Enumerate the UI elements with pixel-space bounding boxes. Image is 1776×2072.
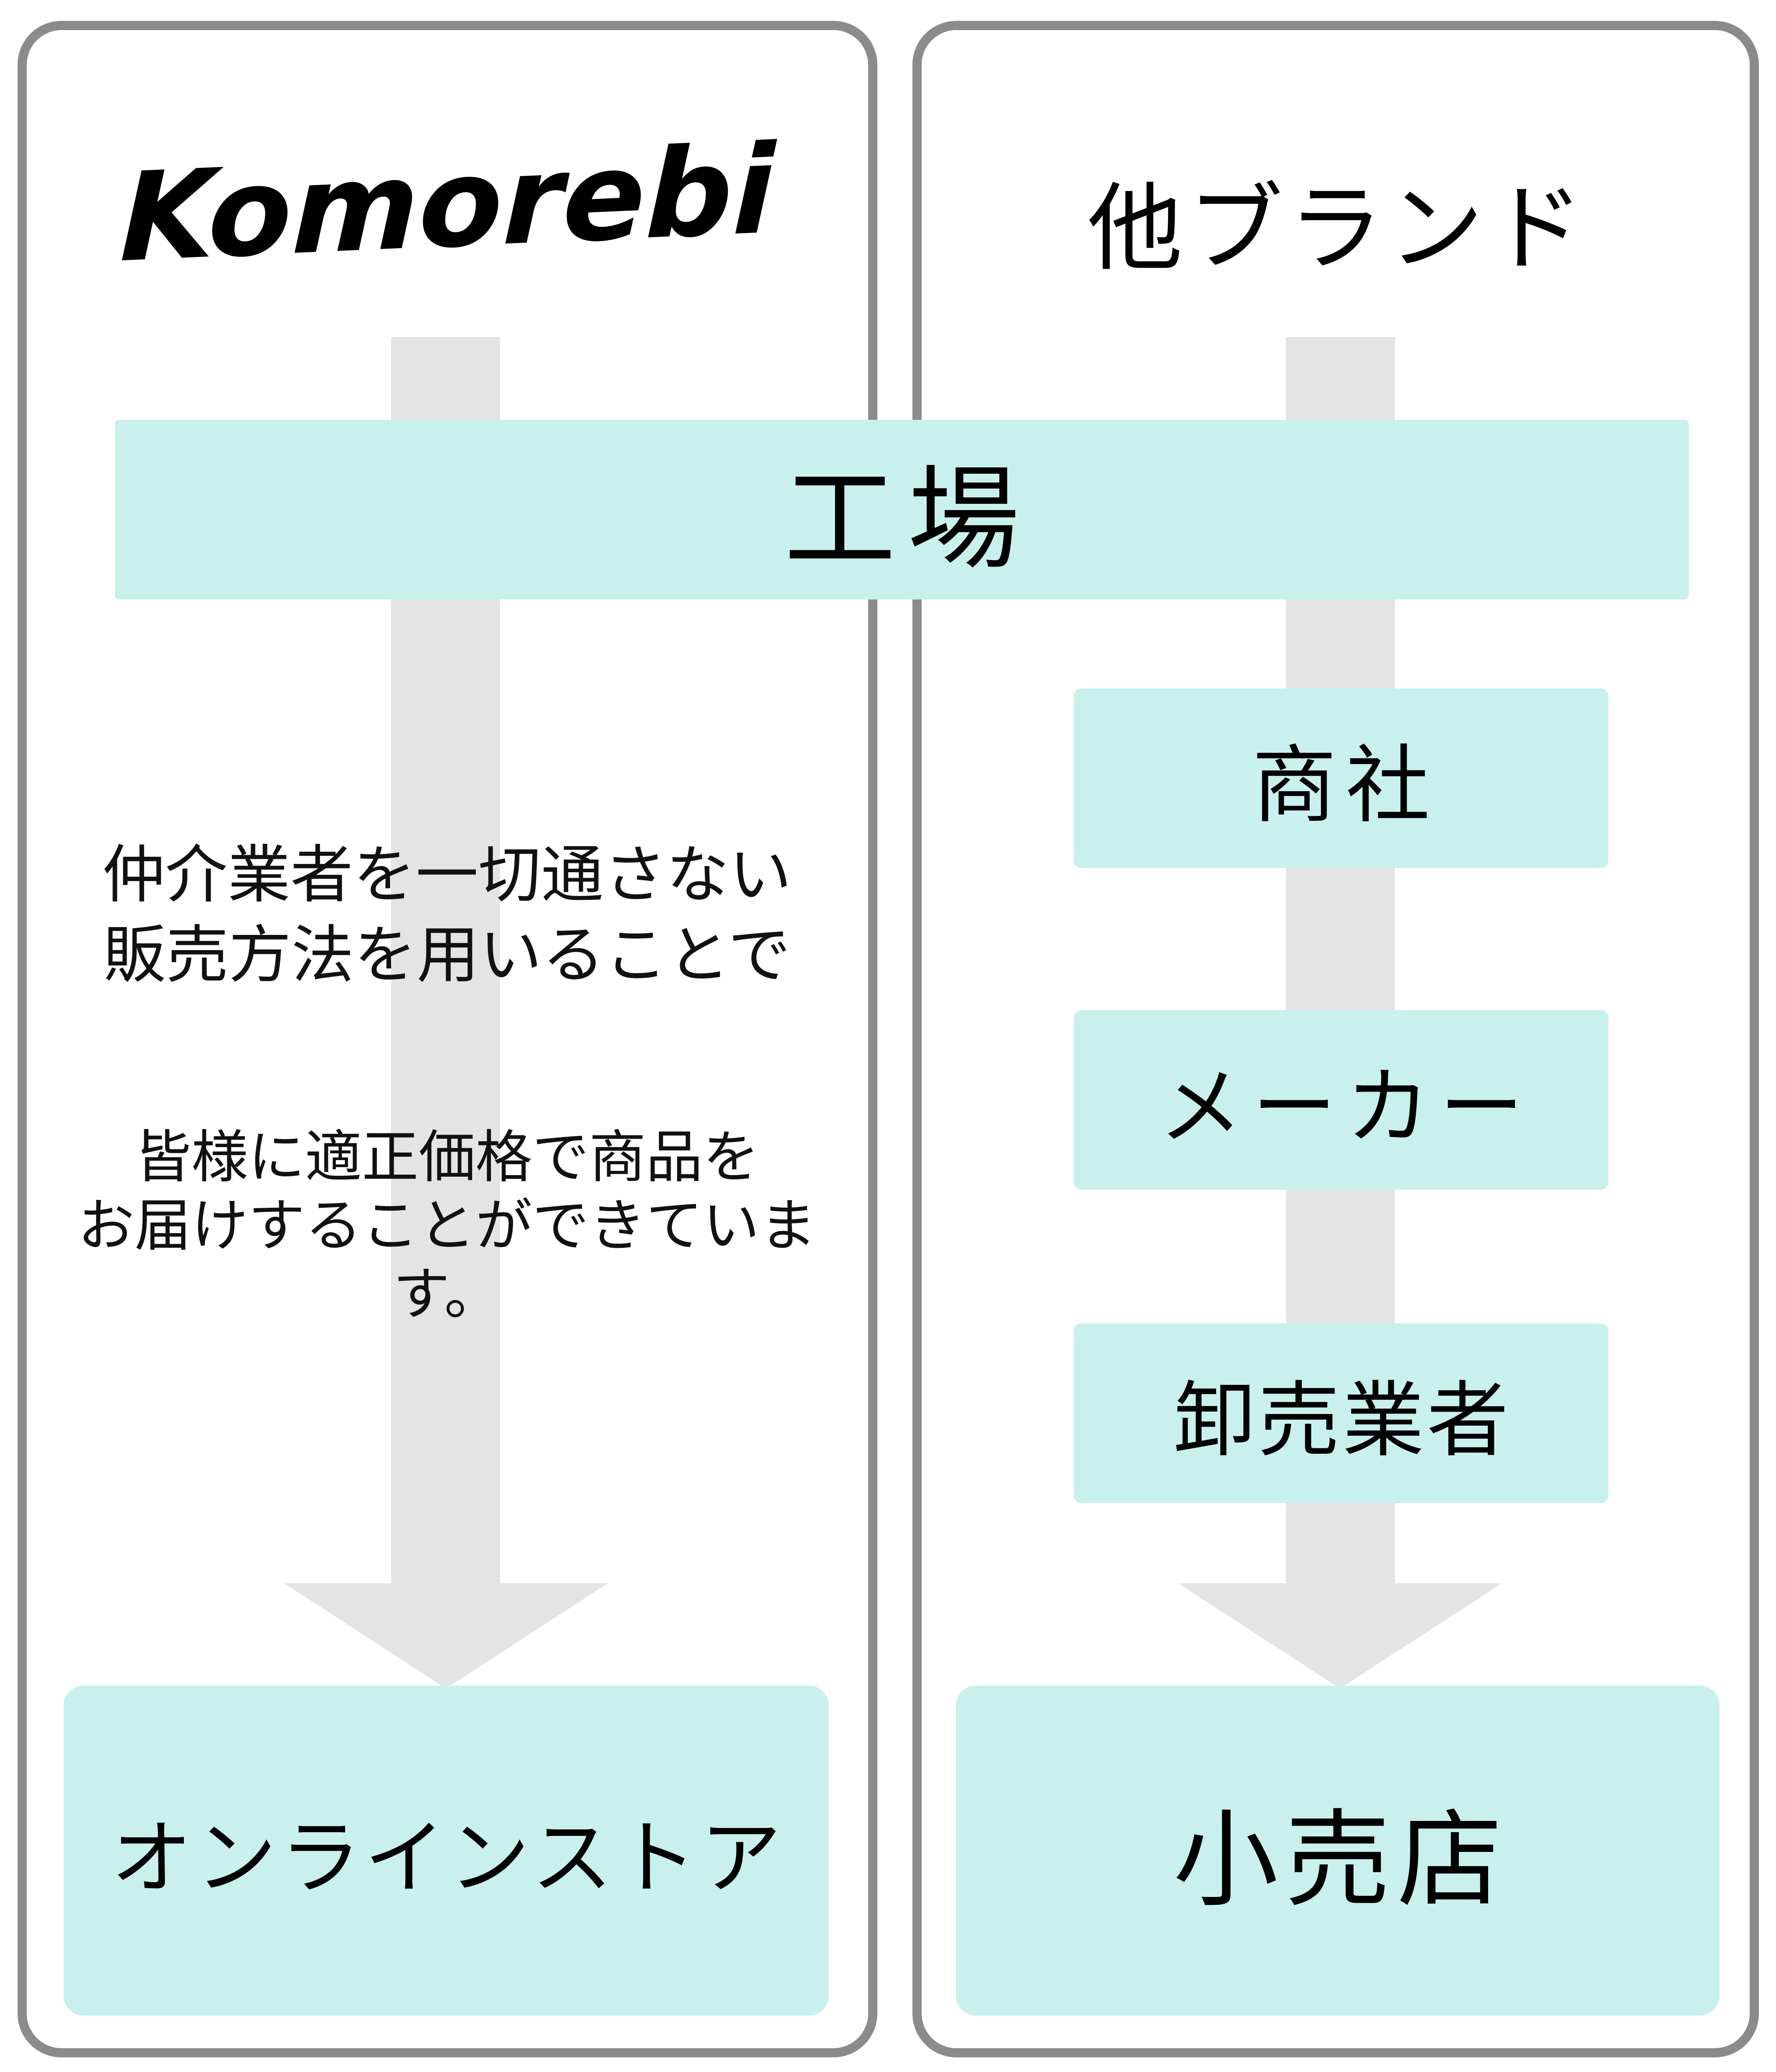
trading-company-node: 商社 bbox=[1074, 688, 1608, 868]
description-line: 皆様に適正価格で商品を bbox=[135, 1125, 760, 1189]
description-line: お届けすることができています。 bbox=[78, 1194, 816, 1326]
manufacturer-label: メーカー bbox=[1159, 1060, 1533, 1154]
description-line: 仲介業者を一切通さない bbox=[102, 840, 792, 910]
wholesaler-label: 卸売業者 bbox=[1173, 1374, 1511, 1466]
retail-store-label: 小売店 bbox=[1173, 1801, 1509, 1919]
other-brands-title: 他ブランド bbox=[1087, 176, 1589, 282]
factory-node-label: 工場 bbox=[784, 457, 1032, 582]
manufacturer-node: メーカー bbox=[1074, 1010, 1608, 1190]
online-store-node: オンラインストア bbox=[64, 1686, 829, 2016]
wholesaler-node: 卸売業者 bbox=[1074, 1323, 1608, 1503]
description-line: 販売方法を用いることで bbox=[103, 920, 791, 990]
online-store-label: オンラインストア bbox=[111, 1813, 785, 1904]
retail-store-node: 小売店 bbox=[956, 1686, 1720, 2016]
trading-company-label: 商社 bbox=[1252, 738, 1439, 833]
description-block-2: 皆様に適正価格で商品を お届けすることができています。 bbox=[26, 1123, 868, 1328]
description-block-1: 仲介業者を一切通さない 販売方法を用いることで bbox=[26, 835, 868, 995]
factory-node: 工場 bbox=[115, 420, 1689, 599]
